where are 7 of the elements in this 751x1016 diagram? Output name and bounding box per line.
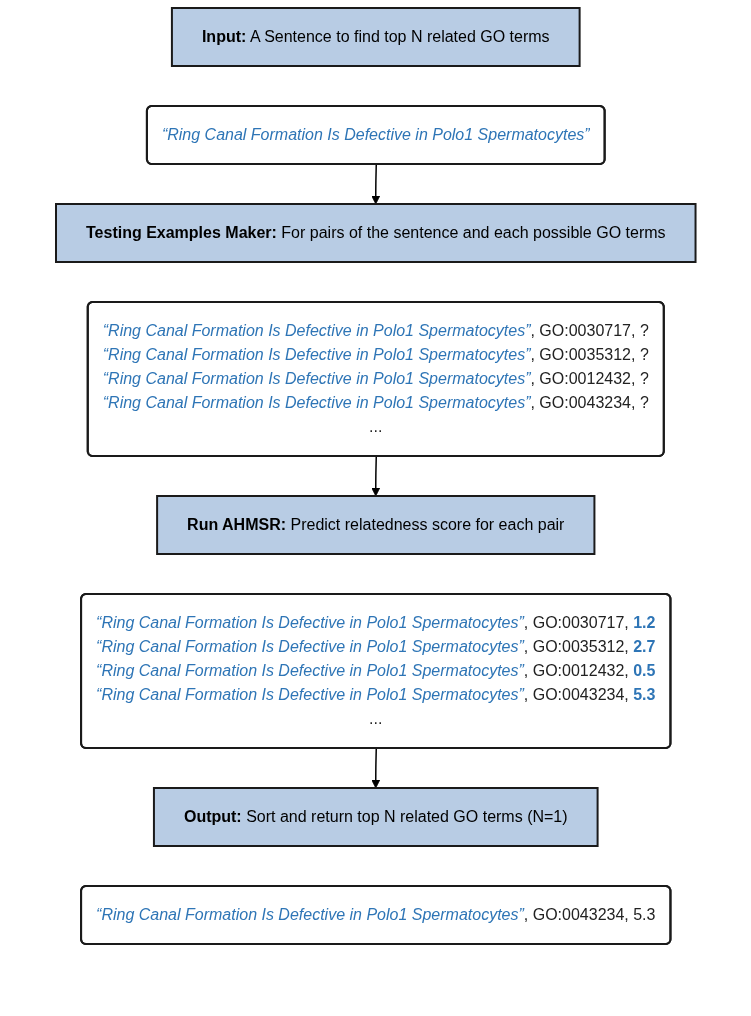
node-box: Output: Sort and return top N related GO terms (N=1) [152,787,599,847]
node-box: Input: A Sentence to find top N related GO terms [170,7,581,67]
node-box: Testing Examples Maker: For pairs of the sentence and each possible GO terms [54,203,697,263]
arrow [371,747,380,789]
arrow [371,163,380,205]
arrow [371,455,380,497]
node-box: Run AHMSR: Predict relatedness score for each pair [155,495,596,555]
